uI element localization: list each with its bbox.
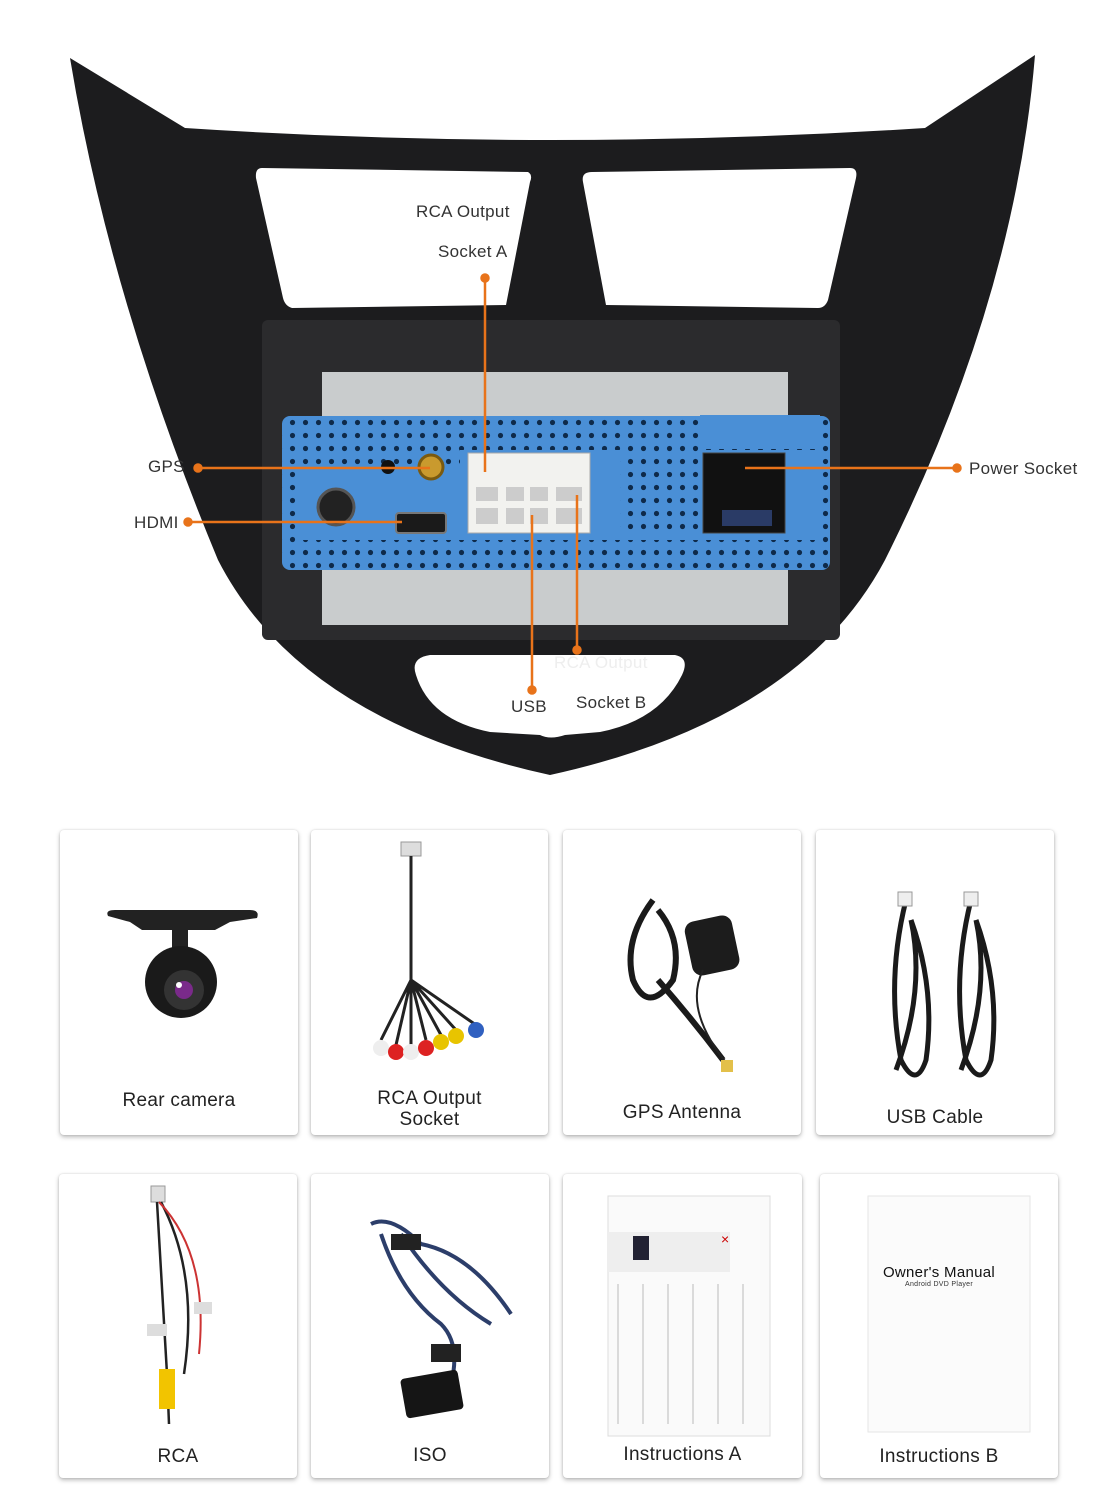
accessory-label: ISO bbox=[413, 1445, 447, 1466]
callout-rca-a-2: Socket A bbox=[438, 242, 508, 261]
rca-harness-icon bbox=[373, 841, 484, 1060]
accessory-label: RCA bbox=[157, 1446, 199, 1467]
right-window bbox=[582, 168, 857, 308]
owners-manual-icon bbox=[867, 1195, 1031, 1433]
accessory-label: GPS Antenna bbox=[622, 1102, 742, 1123]
callout-usb: USB bbox=[511, 697, 547, 716]
accessory-label: RCA Output bbox=[377, 1088, 482, 1109]
callout-rca-a: RCA Output bbox=[416, 202, 510, 221]
callout-rca-b: RCA Output bbox=[554, 653, 648, 672]
callout-lines bbox=[183, 273, 962, 695]
accessory-label: Instructions B bbox=[879, 1446, 999, 1467]
head-unit-diagram bbox=[70, 55, 1035, 775]
accessory-label: Instructions A bbox=[623, 1444, 742, 1465]
accessory-card-instructions-a: × Instructions A bbox=[563, 1174, 802, 1478]
manual-subtitle: Android DVD Player bbox=[904, 1281, 974, 1288]
rca-cable-icon bbox=[147, 1185, 212, 1425]
svg-text:×: × bbox=[721, 1231, 729, 1247]
callout-power: Power Socket bbox=[969, 459, 1078, 478]
usb-cable-icon bbox=[892, 891, 997, 1078]
accessory-card-rca-output-socket: RCA Output Socket bbox=[311, 830, 548, 1135]
callout-gps: GPS bbox=[148, 457, 185, 476]
lower-opening bbox=[414, 655, 685, 738]
gps-antenna-icon bbox=[627, 898, 740, 1072]
accessory-card-instructions-b: Owner's Manual Android DVD Player Instru… bbox=[820, 1174, 1058, 1478]
accessory-card-iso: ISO bbox=[311, 1174, 549, 1478]
accessory-label: Rear camera bbox=[122, 1090, 236, 1111]
accessory-label: USB Cable bbox=[886, 1107, 984, 1128]
manual-title: Owner's Manual bbox=[882, 1264, 996, 1281]
callout-hdmi: HDMI bbox=[134, 513, 179, 532]
accessory-label-2: Socket bbox=[399, 1109, 460, 1130]
rear-camera-icon bbox=[107, 910, 258, 1018]
accessory-card-rca: RCA bbox=[59, 1174, 297, 1478]
instruction-sheet-icon: × bbox=[607, 1195, 771, 1437]
accessory-card-rear-camera: Rear camera bbox=[60, 830, 298, 1135]
iso-harness-icon bbox=[370, 1219, 513, 1419]
hdmi-port bbox=[395, 512, 447, 534]
callout-rca-b-2: Socket B bbox=[576, 693, 647, 712]
accessory-card-usb-cable: USB Cable bbox=[816, 830, 1054, 1135]
accessory-card-gps-antenna: GPS Antenna bbox=[563, 830, 801, 1135]
left-window bbox=[255, 168, 532, 308]
